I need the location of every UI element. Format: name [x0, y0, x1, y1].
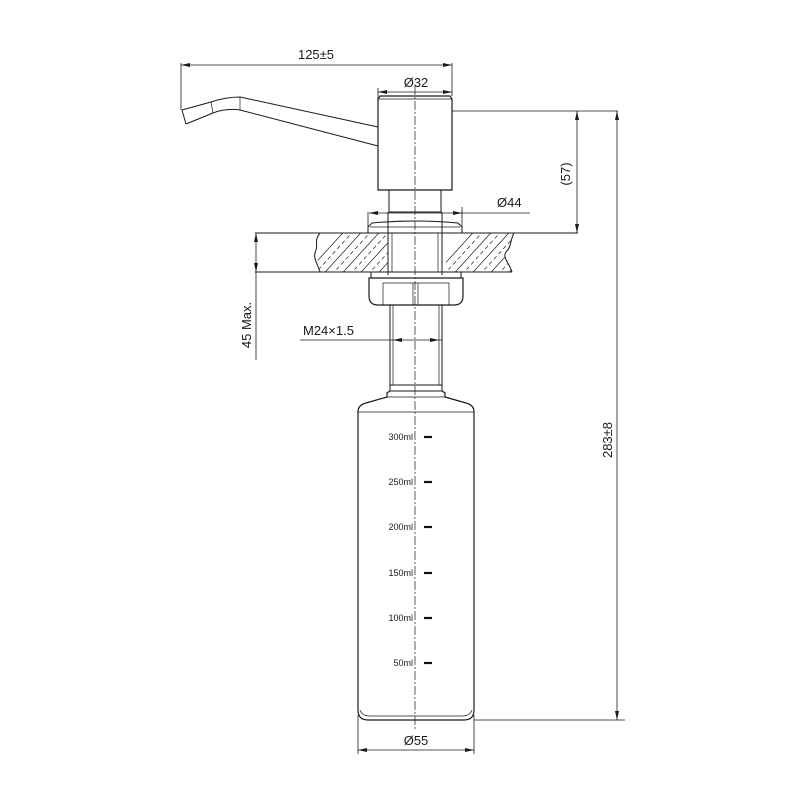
graduation-label: 50ml	[393, 658, 413, 668]
graduation-label: 200ml	[388, 522, 413, 532]
shank	[387, 212, 443, 275]
dimension-head-height: (57)	[452, 110, 618, 233]
dimension-spout-length: 125±5	[180, 47, 453, 110]
max-thickness-label: 45 Max.	[239, 302, 254, 348]
graduation-scale: 300ml 250ml 200ml 150ml 100ml 50ml	[388, 432, 432, 668]
bottle	[357, 390, 475, 721]
thread-label: M24×1.5	[303, 323, 354, 338]
graduation-label: 150ml	[388, 568, 413, 578]
head-diameter-label: Ø32	[404, 75, 429, 90]
total-height-label: 283±8	[600, 422, 615, 458]
dimension-max-thickness: 45 Max.	[239, 233, 258, 360]
graduation-mark: 250ml	[388, 477, 432, 487]
head-height-label: (57)	[558, 162, 573, 185]
graduation-mark: 50ml	[393, 658, 432, 668]
flange-diameter-label: Ø44	[497, 195, 522, 210]
spout-length-label: 125±5	[298, 47, 334, 62]
threaded-tube	[389, 305, 443, 392]
dimension-head-diameter: Ø32	[377, 75, 452, 99]
graduation-mark: 200ml	[388, 522, 432, 532]
graduation-label: 250ml	[388, 477, 413, 487]
dimension-thread: M24×1.5	[300, 323, 442, 342]
dimension-bottle-diameter: Ø55	[357, 715, 475, 754]
bottle-diameter-label: Ø55	[404, 733, 429, 748]
graduation-mark: 100ml	[388, 613, 432, 623]
countertop-section	[255, 232, 578, 273]
spout	[181, 96, 379, 147]
dimension-flange-diameter: Ø44	[367, 195, 530, 227]
graduation-label: 300ml	[388, 432, 413, 442]
graduation-label: 100ml	[388, 613, 413, 623]
graduation-mark: 300ml	[388, 432, 432, 442]
dimension-total-height: 283±8	[474, 111, 625, 721]
graduation-mark: 150ml	[388, 568, 432, 578]
mounting-nut	[368, 271, 464, 306]
